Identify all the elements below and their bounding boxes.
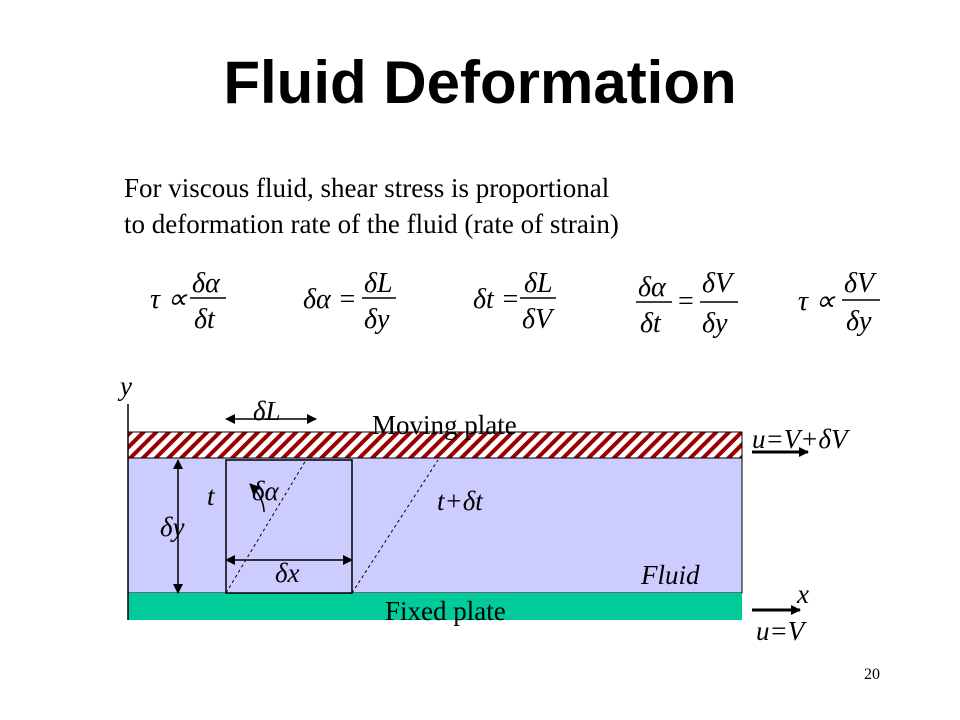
t-plus-delta-t-label: t+δt	[437, 486, 484, 516]
fluid-element	[225, 459, 353, 594]
equation-1: τ ∝ δα δt	[150, 268, 226, 335]
equation-4-lhs-numerator: δα	[638, 272, 667, 303]
equation-4: δα δt = δV δy	[636, 268, 738, 339]
delta-alpha-label: δα	[252, 476, 280, 506]
equation-4-lhs-denominator: δt	[640, 308, 662, 339]
fixed-plate-label: Fixed plate	[385, 596, 506, 626]
t-label: t	[207, 481, 216, 511]
delta-y-label: δy	[160, 512, 185, 542]
moving-plate-label: Moving plate	[372, 410, 517, 440]
equation-3: δt = δL δV	[473, 268, 556, 335]
equation-2-numerator: δL	[364, 268, 393, 299]
equation-3-numerator: δL	[524, 268, 553, 299]
top-velocity-label: u=V+δV	[752, 424, 851, 454]
deformed-line-left	[225, 459, 307, 594]
equation-2-denominator: δy	[364, 304, 390, 335]
equation-3-lhs: δt =	[473, 284, 520, 315]
fluid-label: Fluid	[640, 560, 700, 590]
equation-5-numerator: δV	[844, 268, 877, 299]
equation-1-numerator: δα	[192, 268, 221, 299]
moving-plate	[127, 431, 743, 459]
equation-3-denominator: δV	[522, 304, 555, 335]
slide-title: Fluid Deformation	[223, 49, 737, 116]
intro-text: For viscous fluid, shear stress is propo…	[124, 170, 824, 242]
fluid-region	[127, 457, 743, 594]
equation-4-operator: =	[678, 286, 694, 317]
equation-4-numerator: δV	[702, 268, 735, 299]
bottom-velocity-label: u=V	[756, 616, 808, 646]
delta-alpha-arc	[249, 483, 265, 513]
delta-x-label: δx	[275, 558, 300, 588]
delta-L-label: δL	[253, 396, 281, 426]
deformed-line-right	[351, 459, 439, 594]
equation-2: δα = δL δy	[303, 268, 396, 335]
equations-row: τ ∝ δα δt δα = δL δy δt = δL δV δα δt = …	[150, 268, 880, 339]
intro-line-2: to deformation rate of the fluid (rate o…	[124, 209, 619, 239]
equation-2-lhs: δα =	[303, 284, 357, 315]
y-axis-label: y	[117, 371, 132, 401]
equation-5-denominator: δy	[846, 306, 872, 337]
intro-line-1: For viscous fluid, shear stress is propo…	[124, 173, 610, 203]
x-axis-label: x	[796, 579, 809, 609]
equation-5: τ ∝ δV δy	[798, 268, 880, 337]
equation-1-denominator: δt	[194, 304, 216, 335]
equation-5-lhs: τ ∝	[798, 286, 836, 317]
equation-1-lhs: τ ∝	[150, 284, 188, 315]
equation-4-denominator: δy	[702, 308, 728, 339]
fixed-plate	[128, 593, 742, 620]
page-number: 20	[864, 666, 880, 683]
